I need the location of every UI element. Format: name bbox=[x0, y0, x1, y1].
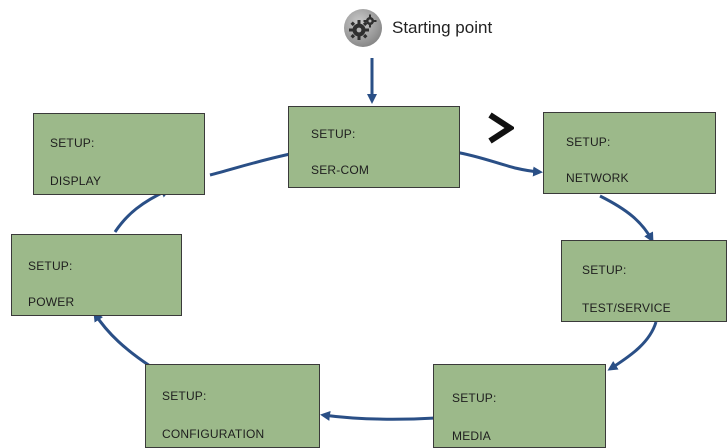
node-network: SETUP: NETWORK bbox=[543, 112, 716, 194]
node-title: SETUP: bbox=[162, 389, 207, 403]
node-label: DISPLAY bbox=[50, 174, 102, 188]
node-power: SETUP: POWER bbox=[11, 234, 182, 316]
node-title: SETUP: bbox=[582, 263, 627, 277]
arrow-configuration-to-power bbox=[93, 311, 151, 368]
node-title: SETUP: bbox=[50, 136, 95, 150]
node-configuration: SETUP: CONFIGURATION bbox=[145, 364, 320, 448]
node-label: TEST/SERVICE bbox=[582, 301, 671, 315]
node-label: MEDIA bbox=[452, 429, 492, 443]
node-title: SETUP: bbox=[311, 127, 356, 141]
node-display: SETUP: DISPLAY bbox=[33, 113, 205, 195]
node-title: SETUP: bbox=[28, 259, 73, 273]
node-label: NETWORK bbox=[566, 171, 629, 185]
arrow-test-service-to-media bbox=[607, 321, 658, 371]
arrow-network-to-test-service bbox=[599, 194, 654, 243]
node-label: POWER bbox=[28, 295, 75, 309]
chevron-right-icon bbox=[488, 112, 514, 144]
node-label: SER-COM bbox=[311, 163, 370, 177]
arrow-display-to-ser-com bbox=[209, 148, 303, 177]
node-test-service: SETUP: TEST/SERVICE bbox=[561, 240, 727, 322]
node-label: CONFIGURATION bbox=[162, 427, 265, 441]
arrow-power-to-display bbox=[113, 188, 171, 233]
node-ser-com: SETUP: SER-COM bbox=[288, 106, 460, 188]
node-title: SETUP: bbox=[452, 391, 497, 405]
arrow-ser-com-to-network bbox=[454, 150, 543, 177]
node-title: SETUP: bbox=[566, 135, 611, 149]
node-media: SETUP: MEDIA bbox=[433, 364, 606, 448]
gears-icon bbox=[344, 9, 382, 47]
starting-point-label: Starting point bbox=[392, 18, 493, 37]
arrow-media-to-configuration bbox=[320, 410, 437, 421]
